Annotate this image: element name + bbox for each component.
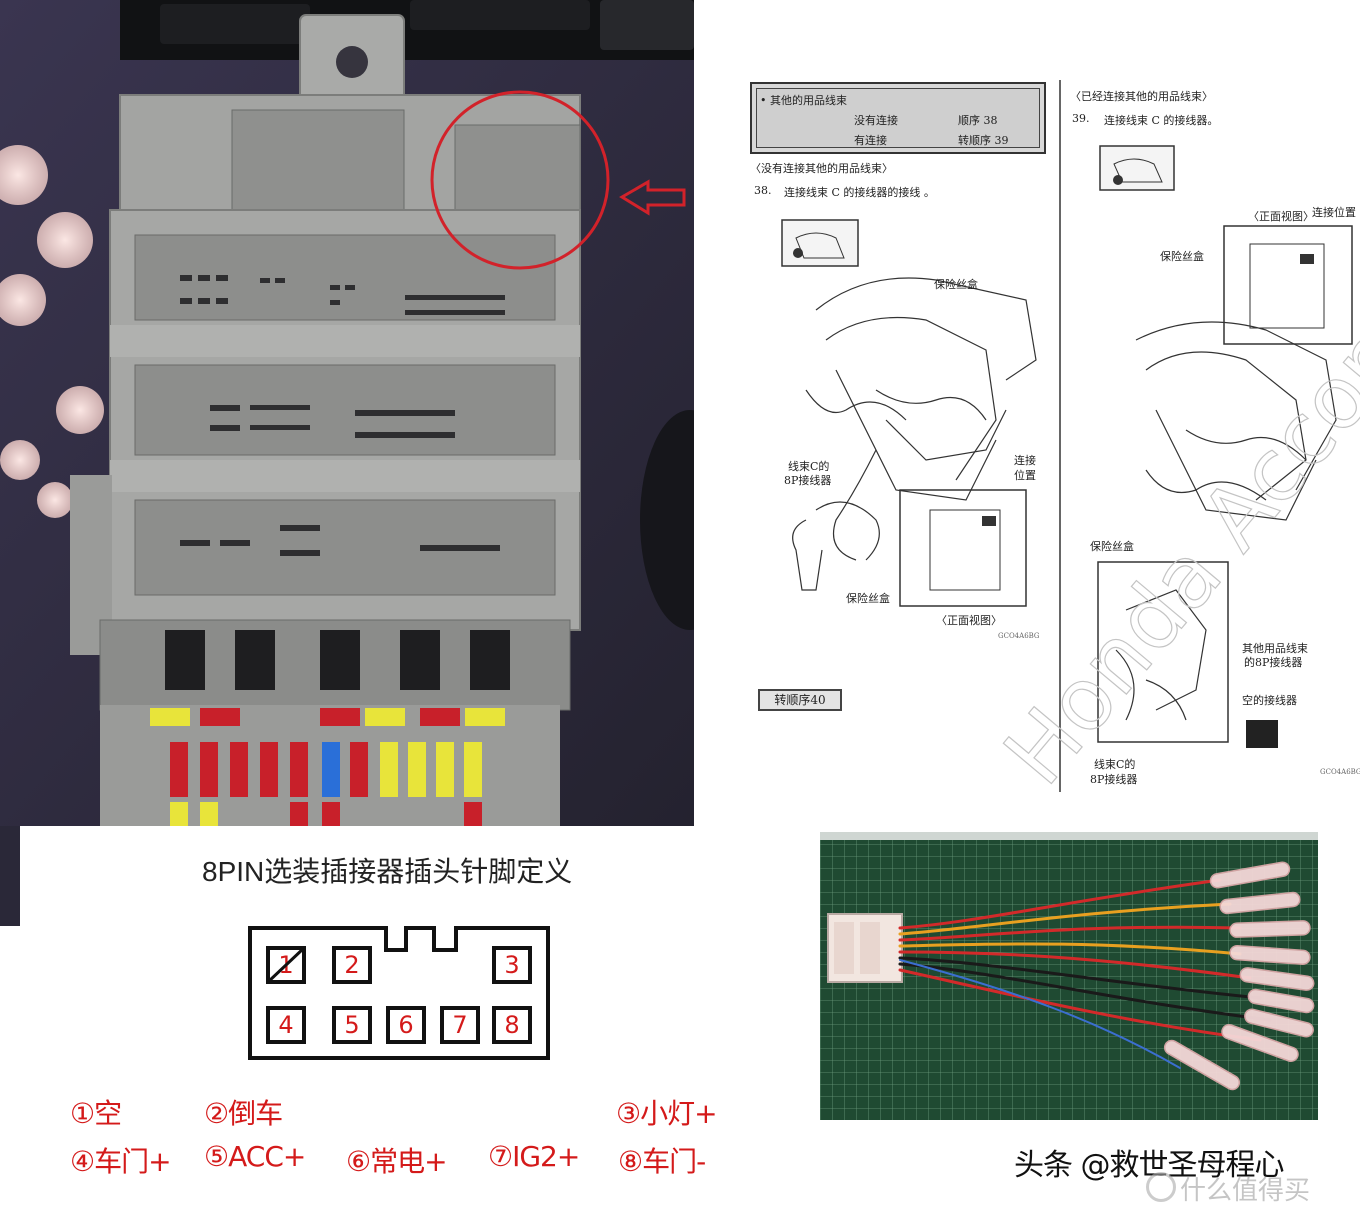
step-39-text: 连接线束 C 的接线器。 — [1104, 114, 1219, 127]
label-harness-c-1b: 8P接线器 — [784, 474, 832, 487]
condition-row1-right: 顺序 38 — [958, 114, 998, 127]
pin-1: 1 — [266, 946, 306, 984]
pinout-title: 8PIN选装插接器插头针脚定义 — [202, 856, 573, 887]
condition-row1-left: 没有连接 — [854, 114, 898, 127]
pin-2: 2 — [332, 946, 372, 984]
section-left-heading: 〈没有连接其他的用品线束〉 — [750, 162, 893, 175]
label-front-view-2: 〈正面视图〉 — [1248, 210, 1314, 223]
label-front-view-1: 〈正面视图〉 — [936, 614, 1002, 627]
label-fuse-box-2: 保险丝盒 — [846, 592, 890, 605]
connector-diagram: 1 2 3 4 5 6 7 8 — [248, 926, 550, 1060]
pinout-panel: 8PIN选装插接器插头针脚定义 1 2 3 4 5 6 7 8 ①空 ②倒车 ③… — [20, 826, 790, 1206]
figure-code-2: GCO4A6BG — [1320, 768, 1360, 776]
label-connect-position-2: 连接位置 — [1312, 206, 1356, 219]
condition-table-title: • 其他的用品线束 — [760, 94, 847, 107]
label-other-harness-b: 的8P接线器 — [1244, 656, 1303, 669]
legend-pin-1: ①空 — [70, 1097, 122, 1130]
label-connect-position-b: 位置 — [1014, 469, 1036, 482]
legend-pin-8: ⑧车门- — [618, 1145, 706, 1178]
pin-5: 5 — [332, 1006, 372, 1044]
legend-pin-4: ④车门+ — [70, 1145, 172, 1178]
figure-code-1: GCO4A6BG — [998, 632, 1040, 640]
label-harness-c-2: 线束C的 — [1094, 758, 1136, 771]
label-fuse-box-3: 保险丝盒 — [1160, 250, 1204, 263]
pin-8: 8 — [492, 1006, 532, 1044]
condition-table — [750, 82, 1046, 154]
condition-row2-right: 转顺序 39 — [958, 134, 1009, 147]
legend-pin-3: ③小灯+ — [616, 1097, 718, 1130]
step-38-text: 连接线束 C 的接线器的接线 。 — [784, 186, 935, 199]
pin-7: 7 — [440, 1006, 480, 1044]
label-other-harness: 其他用品线束 — [1242, 642, 1308, 655]
site-logo-icon — [1146, 1172, 1176, 1202]
legend-pin-7: ⑦IG2+ — [488, 1140, 580, 1173]
step-39-number: 39. — [1072, 112, 1090, 125]
label-harness-c-1: 线束C的 — [788, 460, 830, 473]
label-connect-position: 连接 — [1014, 454, 1036, 467]
label-fuse-box-1: 保险丝盒 — [934, 278, 978, 291]
pin-4: 4 — [266, 1006, 306, 1044]
legend-pin-2: ②倒车 — [204, 1097, 283, 1130]
step-38-number: 38. — [754, 184, 772, 197]
wiring-harness-photo — [820, 832, 1318, 1120]
installation-manual-page: Honda Accord • 其他的用品线束 没有连接 顺序 38 有连接 转顺… — [726, 70, 1360, 800]
jump-to-step-40: 转顺序40 — [758, 689, 842, 711]
label-fuse-box-4: 保险丝盒 — [1090, 540, 1134, 553]
label-harness-c-2b: 8P接线器 — [1090, 773, 1138, 786]
photo-edge — [0, 826, 20, 926]
label-empty-connector: 空的接线器 — [1242, 694, 1297, 707]
section-right-heading: 〈已经连接其他的用品线束〉 — [1070, 90, 1213, 103]
fuse-box-photo — [0, 0, 694, 826]
legend-pin-5: ⑤ACC+ — [204, 1140, 306, 1173]
pin-3: 3 — [492, 946, 532, 984]
pin-6: 6 — [386, 1006, 426, 1044]
legend-pin-6: ⑥常电+ — [346, 1145, 448, 1178]
site-watermark: 什么值得买 — [1180, 1176, 1311, 1206]
manual-watermark: Honda Accord — [985, 280, 1360, 800]
condition-row2-left: 有连接 — [854, 134, 887, 147]
